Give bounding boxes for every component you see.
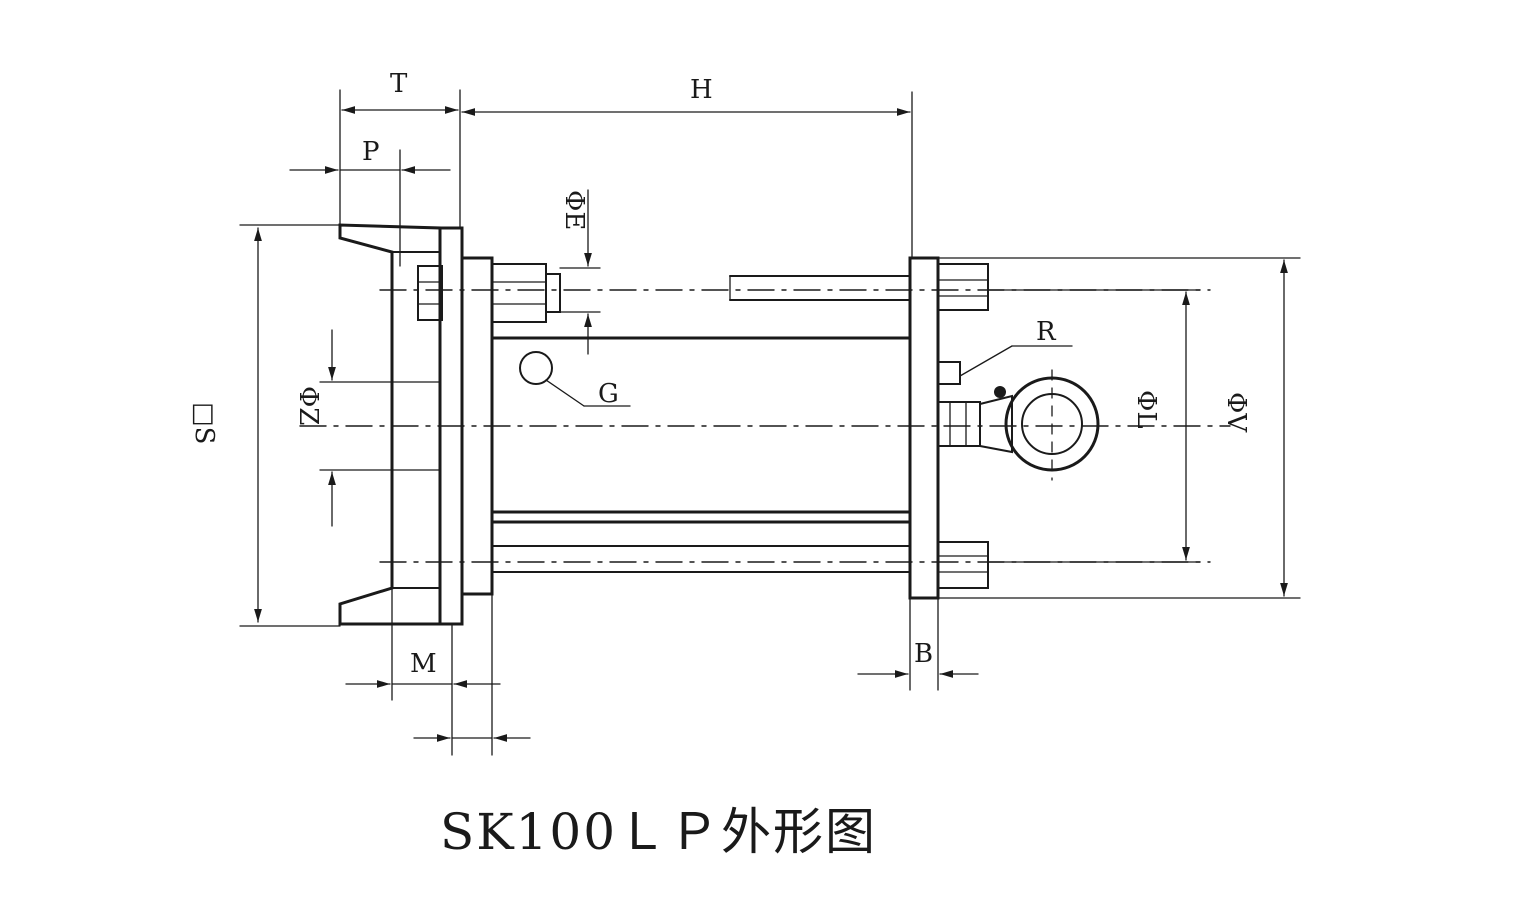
label-t: T — [390, 69, 408, 99]
dim-m: M — [345, 587, 531, 756]
dim-s: □S — [189, 224, 341, 627]
label-r: R — [1036, 317, 1057, 347]
left-nut — [417, 263, 561, 323]
label-g: G — [598, 379, 619, 409]
dim-e: ΦE — [559, 189, 601, 355]
label-v: ΦV — [1221, 392, 1251, 433]
dim-b: B — [857, 597, 979, 691]
port-g: G — [519, 351, 631, 409]
label-m: M — [410, 649, 437, 679]
dim-p: P — [289, 137, 451, 267]
cylinder-body — [490, 275, 912, 573]
label-l: ΦL — [1131, 390, 1161, 429]
dim-v: ΦV — [937, 257, 1301, 599]
eye-bolt — [937, 361, 1100, 472]
mounting-flange — [338, 223, 442, 626]
label-z: ΦZ — [293, 386, 323, 425]
label-b: B — [914, 639, 933, 669]
drawing-caption: SK100ＬＰ外形图 — [440, 803, 878, 861]
right-end-plate — [908, 256, 940, 600]
label-p: P — [362, 137, 380, 167]
dim-t: T — [339, 69, 461, 229]
right-nuts — [937, 263, 989, 589]
dim-l: ΦL — [987, 289, 1201, 563]
leader-r: R — [959, 317, 1073, 377]
dim-z: ΦZ — [293, 329, 393, 527]
dim-h: H — [461, 75, 913, 259]
label-h: H — [690, 75, 713, 105]
label-e: ΦE — [559, 190, 589, 230]
label-s: □S — [189, 402, 219, 444]
